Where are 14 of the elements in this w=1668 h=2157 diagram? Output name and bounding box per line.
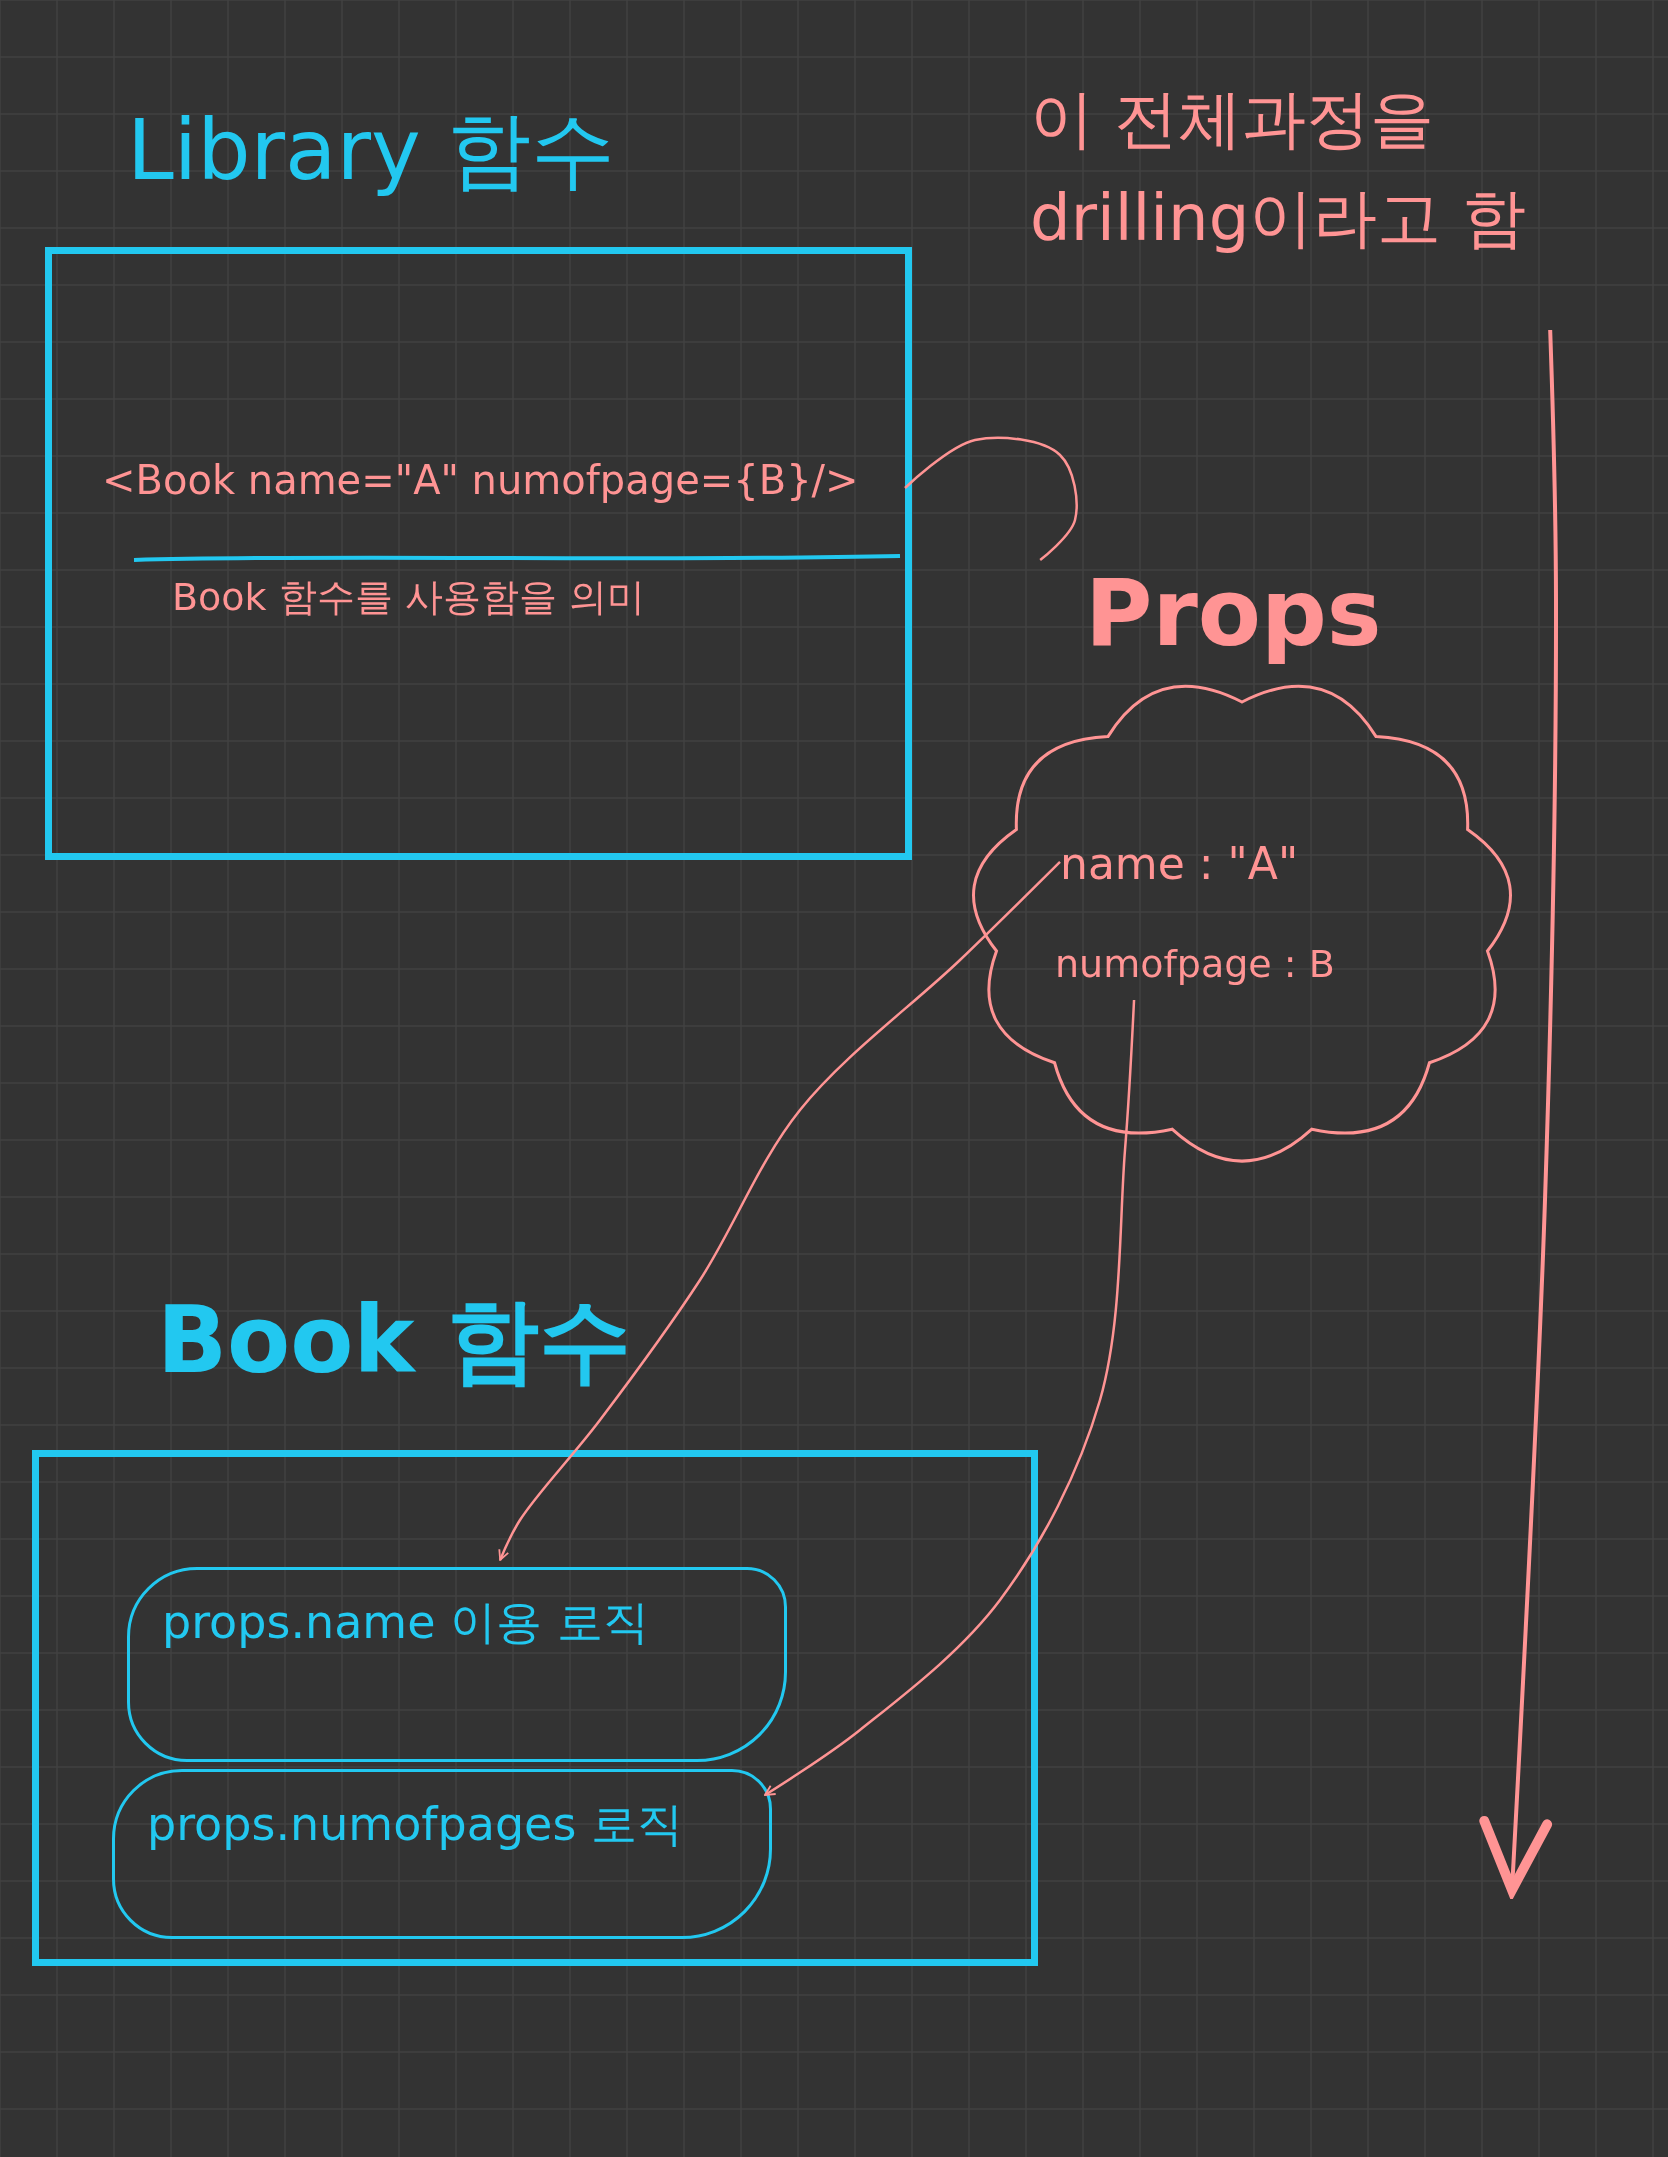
note-text: 이 전체과정을 drilling이라고 함 xyxy=(1030,70,1650,330)
caption-text: Book 함수를 사용함을 의미 xyxy=(172,574,645,621)
code-text: <Book name="A" numofpage={B}/> xyxy=(102,457,859,503)
logic-text: props.numofpages 로직 xyxy=(147,1796,683,1853)
prop-entry: numofpage : B xyxy=(1055,935,1365,1000)
logic-loop xyxy=(127,1567,787,1762)
logic-loop xyxy=(112,1769,772,1939)
prop-entry: name : "A" xyxy=(1060,830,1410,895)
arrow xyxy=(764,999,1136,1797)
arrow xyxy=(498,860,1061,1561)
heading: Library 함수 xyxy=(127,100,616,201)
logic-text: props.name 이용 로직 xyxy=(162,1594,649,1651)
cloud-title: Props xyxy=(1085,560,1382,667)
heading: Book 함수 xyxy=(157,1286,631,1396)
